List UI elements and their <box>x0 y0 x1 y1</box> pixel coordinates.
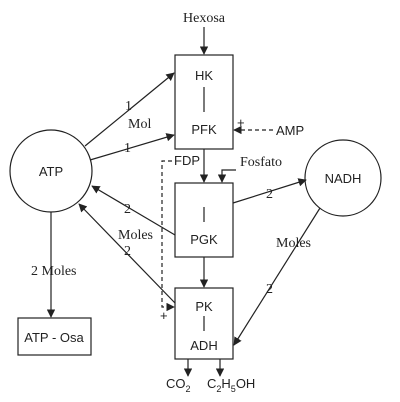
hk-label: HK <box>195 68 213 83</box>
atp-hk-arrow <box>84 72 175 147</box>
plus-bottom-label: + <box>160 308 168 323</box>
atp-hk-stoich: 1 <box>125 99 132 114</box>
pk-label: PK <box>195 299 213 314</box>
amp-plus-sign: + <box>237 115 245 130</box>
fosfato-label: Fosfato <box>240 155 282 170</box>
atp-label: ATP <box>39 164 63 179</box>
fosfato-arrow <box>217 169 236 183</box>
atp-osa-moles-label: 2 Moles <box>31 264 77 279</box>
nadh-moles-label: Moles <box>276 236 311 251</box>
fdp-arrow <box>161 160 175 312</box>
pk-atp-arrow <box>78 203 176 304</box>
pk-atp-stoich: 2 <box>124 244 131 259</box>
moles-mid-label: Moles <box>118 228 153 243</box>
co2-label: CO2 <box>166 376 191 394</box>
nadh-adh-stoich: 2 <box>266 282 273 297</box>
nadh-circle <box>304 139 382 217</box>
pgk-atp-stoich: 2 <box>124 202 131 217</box>
nadh-label: NADH <box>325 171 362 186</box>
mol-label: Mol <box>128 117 151 132</box>
atp-osa-box <box>17 317 92 356</box>
adh-label: ADH <box>190 338 217 353</box>
pfk-label: PFK <box>191 122 217 137</box>
hexosa-label: Hexosa <box>183 11 226 26</box>
amp-label: AMP <box>276 123 304 138</box>
nadh-adh-arrow <box>233 207 321 346</box>
ethanol-label: C2H5OH <box>207 376 255 394</box>
atp-pfk-arrow <box>89 133 175 161</box>
pgk-label: PGK <box>190 232 218 247</box>
fdp-label: FDP <box>174 153 200 168</box>
pgk-nadh-arrow <box>232 178 307 204</box>
atp-osa-label: ATP - Osa <box>24 330 84 345</box>
pgk-atp-arrow <box>91 185 176 236</box>
pgk-nadh-stoich: 2 <box>266 187 273 202</box>
atp-pfk-stoich: 1 <box>124 141 131 156</box>
